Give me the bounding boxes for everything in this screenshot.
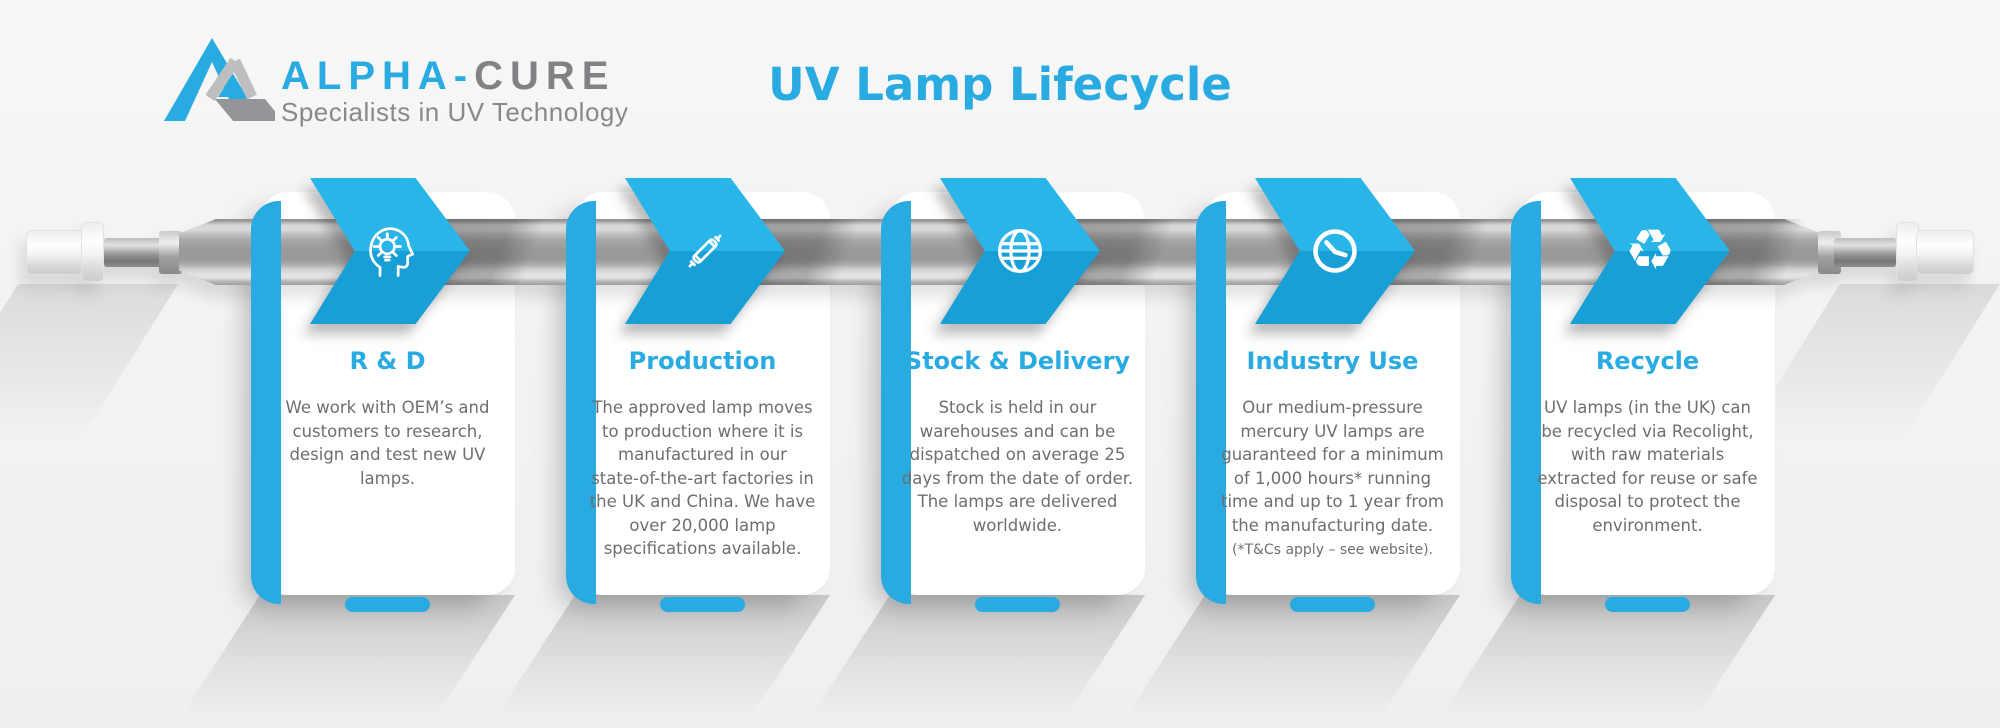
stage-description: Stock is held in our warehouses and can … [883, 396, 1152, 537]
card-bottom-pill [660, 597, 745, 612]
brand-primary: ALPHA- [281, 54, 475, 98]
clock-icon [1306, 222, 1364, 280]
stage-description: Our medium-pressure mercury UV lamps are… [1198, 396, 1467, 561]
card-bottom-pill [1605, 597, 1690, 612]
globe-icon [991, 222, 1049, 280]
stage-description-text: We work with OEM’s and customers to rese… [285, 398, 490, 488]
alpha-cure-logo-icon [164, 38, 275, 121]
brand-wordmark: ALPHA-CURE [281, 54, 615, 99]
lamp-end-cap-left [26, 230, 84, 275]
logo-gray-peak [205, 57, 257, 102]
stage-title: Stock & Delivery [904, 347, 1131, 375]
card-bottom-pill [1290, 597, 1375, 612]
stage: Recycle UV lamps (in the UK) can be recy… [1433, 0, 1851, 728]
brand-tagline: Specialists in UV Technology [281, 97, 629, 127]
stage-title: R & D [349, 347, 426, 375]
stage-title: Recycle [1595, 347, 1700, 375]
stage-note: (*T&Cs apply – see website). [1232, 542, 1433, 558]
stage-description: The approved lamp moves to production wh… [568, 396, 837, 561]
card-accent-edge [566, 201, 596, 604]
card-accent-edge [881, 201, 911, 604]
stage-chevron [1255, 178, 1415, 324]
card-bottom-pill [975, 597, 1060, 612]
stage-chevron [310, 178, 470, 324]
stage: Industry Use Our medium-pressure mercury… [1118, 0, 1536, 728]
card-long-shadow [173, 595, 515, 728]
card-bottom-pill [345, 597, 430, 612]
brand-secondary: CURE [474, 54, 616, 98]
lamp-electrode-right [1834, 238, 1896, 267]
stage-description-text: The approved lamp moves to production wh… [589, 398, 816, 558]
idea-head-icon [361, 222, 419, 280]
card-accent-edge [251, 201, 281, 604]
stage-title: Production [628, 347, 777, 375]
page-title: UV Lamp Lifecycle [768, 58, 1232, 111]
stage-description: We work with OEM’s and customers to rese… [253, 396, 522, 490]
stage-title: Industry Use [1246, 347, 1419, 375]
stage-description-text: Stock is held in our warehouses and can … [901, 398, 1134, 535]
stage: Stock & Delivery Stock is held in our wa… [803, 0, 1221, 728]
stage-chevron [940, 178, 1100, 324]
logo-base-parallelogram [215, 99, 275, 121]
uv-lamp-icon [676, 222, 734, 280]
recycle-icon: ♻ [1624, 218, 1676, 283]
stage-description: UV lamps (in the UK) can be recycled via… [1513, 396, 1782, 537]
card-accent-edge [1511, 201, 1541, 604]
lamp-cap-flange-left [81, 222, 104, 282]
stage-description-text: Our medium-pressure mercury UV lamps are… [1221, 398, 1444, 535]
lamp-ferrule-left [159, 231, 182, 274]
lamp-electrode-left [104, 238, 166, 267]
card-accent-edge [1196, 201, 1226, 604]
lamp-end-cap-right [1916, 230, 1974, 275]
stage-chevron [625, 178, 785, 324]
lamp-taper-left [179, 219, 216, 285]
stage-description-text: UV lamps (in the UK) can be recycled via… [1537, 398, 1758, 535]
stage-chevron: ♻ [1570, 178, 1730, 324]
logo-small-triangle [218, 75, 246, 97]
